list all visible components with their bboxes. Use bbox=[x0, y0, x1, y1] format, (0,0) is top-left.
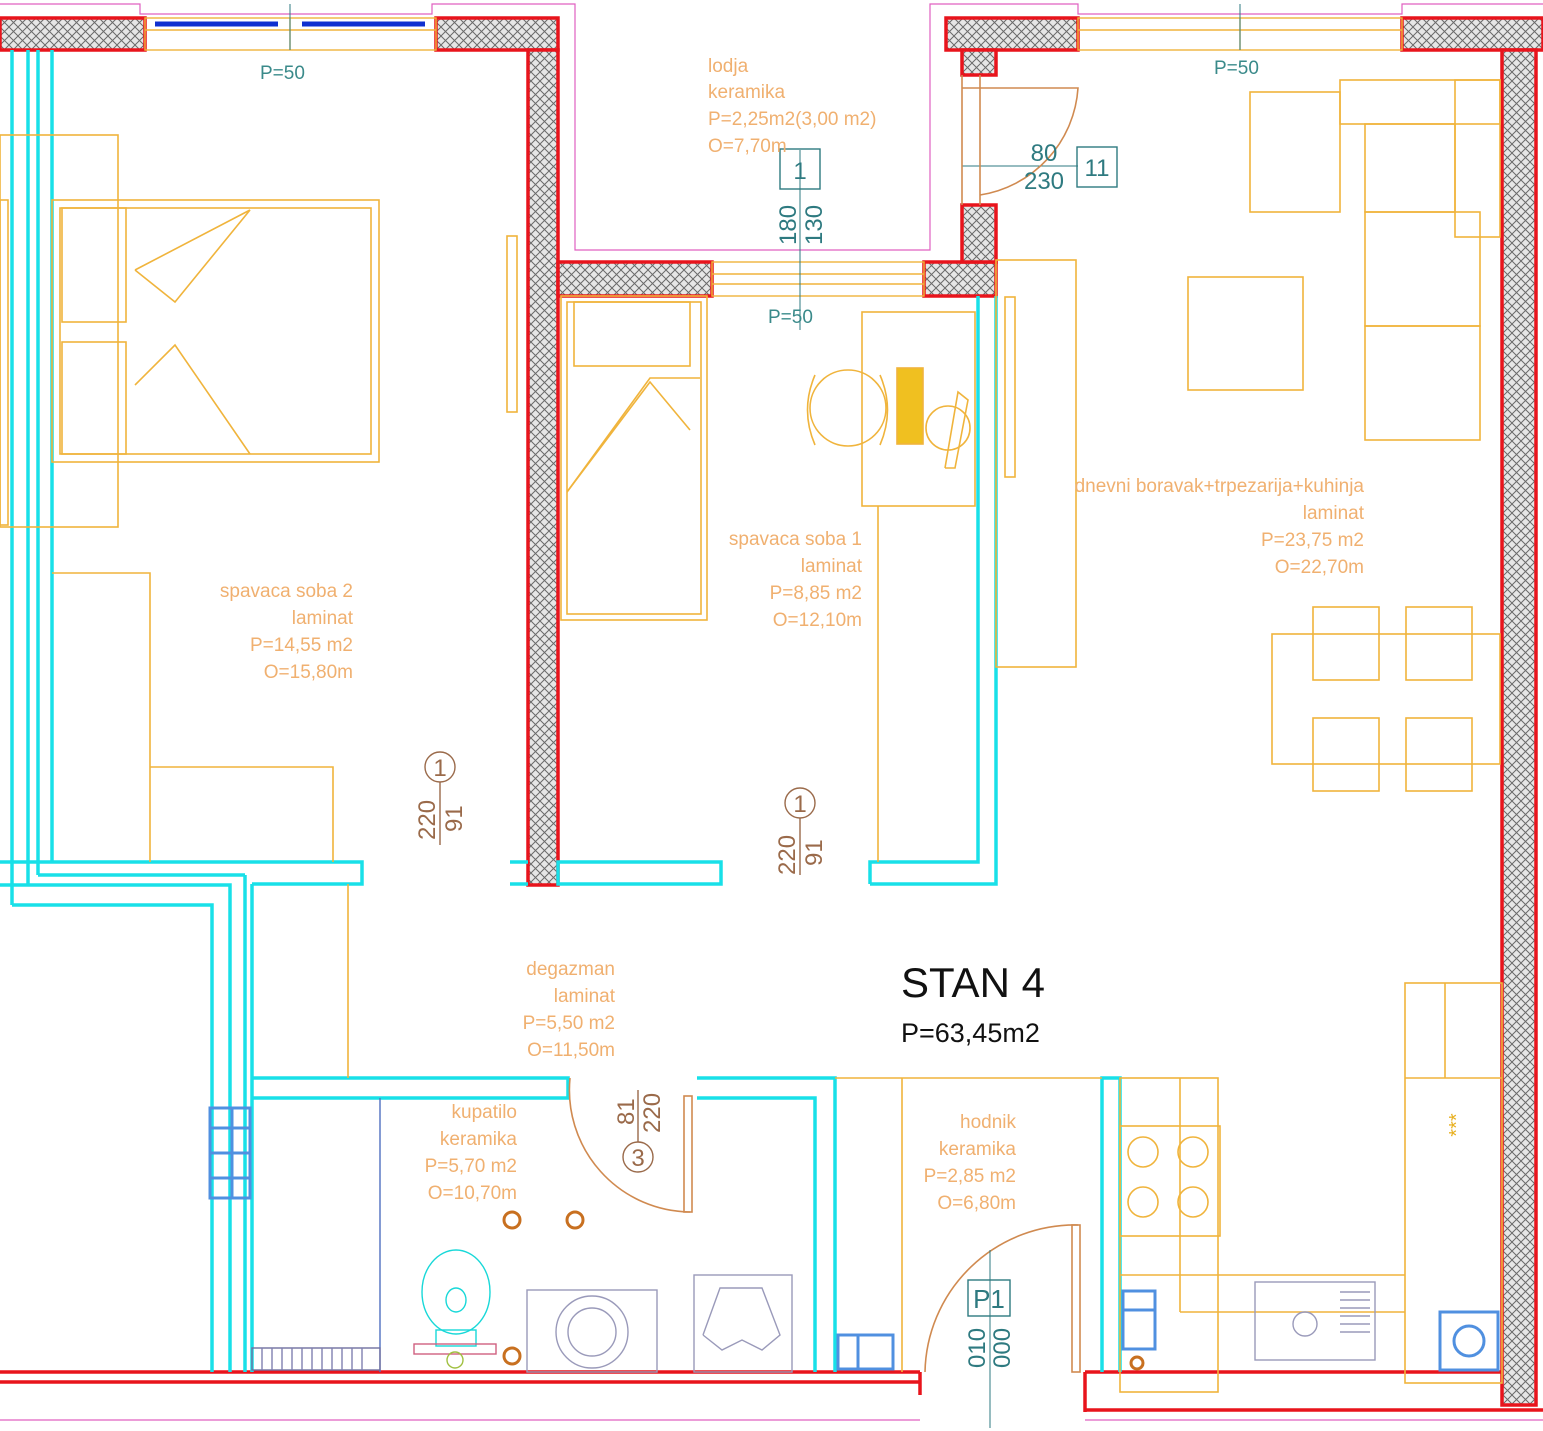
room-label-bedroom1: spavaca soba 1 laminat P=8,85 m2 O=12,10… bbox=[729, 529, 863, 631]
balcony-door-number: 11 bbox=[1085, 155, 1110, 182]
bearing-walls bbox=[0, 16, 1543, 1412]
entry-door-tag: P1 bbox=[973, 1284, 1005, 1314]
bedroom1-area: P=8,85 m2 bbox=[770, 583, 862, 604]
kupatilo-area: P=5,70 m2 bbox=[425, 1156, 517, 1177]
bed1-door-number: 1 bbox=[793, 791, 806, 818]
bedroom2-floor: laminat bbox=[292, 608, 354, 629]
apartment-title: STAN 4 bbox=[901, 959, 1045, 1006]
lodja-door-number: 1 bbox=[793, 158, 806, 185]
bed2-door-number: 1 bbox=[433, 755, 446, 782]
window-axis bbox=[289, 4, 1241, 330]
entry-door-height: 000 bbox=[989, 1328, 1016, 1368]
hodnik-floor: keramika bbox=[939, 1139, 1017, 1160]
room-label-lodja: lodja keramika P=2,25m2(3,00 m2) O=7,70m bbox=[708, 56, 876, 157]
degazman-floor: laminat bbox=[554, 986, 616, 1007]
lodja-floor: keramika bbox=[708, 82, 786, 103]
window-mark-living: P=50 bbox=[1214, 58, 1259, 79]
apartment-total-area: P=63,45m2 bbox=[901, 1018, 1040, 1048]
room-label-bedroom2: spavaca soba 2 laminat P=14,55 m2 O=15,8… bbox=[220, 581, 354, 683]
bedroom2-name: spavaca soba 2 bbox=[220, 581, 353, 602]
hodnik-perimeter: O=6,80m bbox=[937, 1193, 1016, 1214]
room-label-kupatilo: kupatilo keramika P=5,70 m2 O=10,70m bbox=[425, 1102, 518, 1204]
bathroom-fixtures bbox=[251, 1098, 1376, 1373]
kupatilo-perimeter: O=10,70m bbox=[428, 1183, 517, 1204]
kupatilo-name: kupatilo bbox=[452, 1102, 518, 1123]
balcony-door-width: 80 bbox=[1031, 140, 1058, 167]
lodja-perimeter: O=7,70m bbox=[708, 136, 787, 157]
bedroom1-name: spavaca soba 1 bbox=[729, 529, 862, 550]
lodja-area: P=2,25m2(3,00 m2) bbox=[708, 109, 876, 130]
room-label-living: dnevni boravak+trpezarija+kuhinja lamina… bbox=[1075, 476, 1365, 578]
lodja-name: lodja bbox=[708, 56, 749, 77]
stove-marks: *** bbox=[1446, 1113, 1468, 1137]
bath-door-number: 3 bbox=[631, 1145, 644, 1172]
bath-door-height: 220 bbox=[639, 1093, 666, 1133]
degazman-perimeter: O=11,50m bbox=[527, 1040, 615, 1061]
window-mark-bedroom2: P=50 bbox=[260, 63, 305, 84]
kupatilo-floor: keramika bbox=[440, 1129, 518, 1150]
living-area: P=23,75 m2 bbox=[1261, 530, 1364, 551]
living-perimeter: O=22,70m bbox=[1275, 557, 1364, 578]
degazman-area: P=5,50 m2 bbox=[523, 1013, 615, 1034]
bedroom2-perimeter: O=15,80m bbox=[264, 662, 353, 683]
bedroom1-perimeter: O=12,10m bbox=[773, 610, 862, 631]
doors bbox=[568, 75, 1081, 1428]
bed1-door-height: 220 bbox=[774, 835, 801, 875]
lodja-door-height: 180 bbox=[775, 205, 802, 245]
bed2-door-height: 220 bbox=[414, 800, 441, 840]
furniture bbox=[0, 79, 1503, 1393]
lodja-door-width: 130 bbox=[801, 205, 828, 245]
installation-points bbox=[502, 1210, 1145, 1371]
balcony-door-height: 230 bbox=[1024, 168, 1064, 195]
window-mark-bedroom1: P=50 bbox=[768, 307, 813, 328]
site-outline bbox=[0, 3, 1543, 1421]
hodnik-name: hodnik bbox=[960, 1112, 1016, 1133]
bath-door-width: 81 bbox=[613, 1098, 640, 1125]
partition-walls bbox=[0, 50, 1122, 1372]
room-label-degazman: degazman laminat P=5,50 m2 O=11,50m bbox=[523, 959, 616, 1061]
living-name: dnevni boravak+trpezarija+kuhinja bbox=[1075, 476, 1365, 497]
room-label-hodnik: hodnik keramika P=2,85 m2 O=6,80m bbox=[924, 1112, 1017, 1214]
living-floor: laminat bbox=[1303, 503, 1365, 524]
bed2-door-width: 91 bbox=[441, 805, 468, 832]
hodnik-area: P=2,85 m2 bbox=[924, 1166, 1016, 1187]
teal-tags bbox=[779, 146, 1118, 1317]
entry-door-width: 010 bbox=[964, 1328, 991, 1368]
bedroom1-floor: laminat bbox=[801, 556, 863, 577]
blue-units bbox=[208, 1106, 1500, 1372]
bed1-door-width: 91 bbox=[801, 839, 828, 866]
degazman-name: degazman bbox=[526, 959, 615, 980]
door-tags bbox=[424, 751, 816, 1173]
bedroom2-area: P=14,55 m2 bbox=[250, 635, 353, 656]
